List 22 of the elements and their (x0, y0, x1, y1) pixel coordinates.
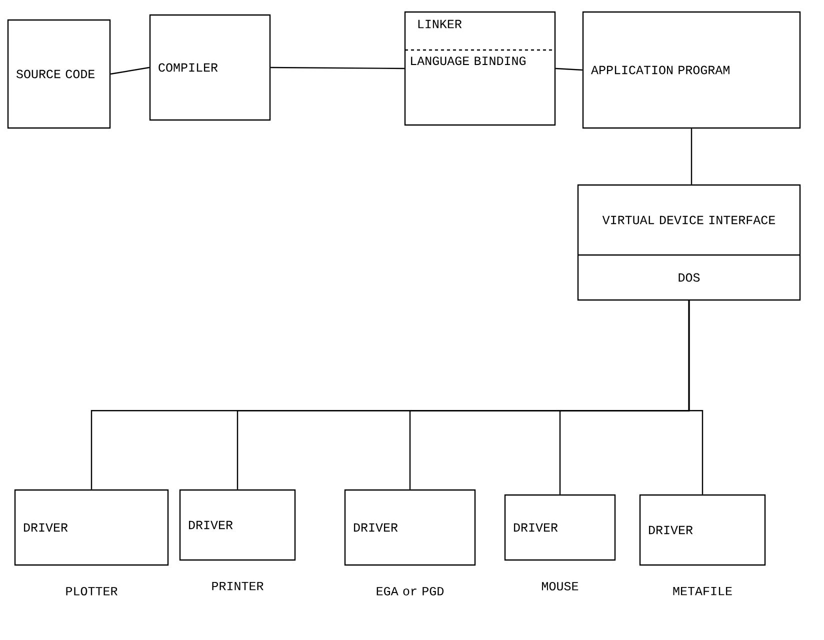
device-label: METAFILE (673, 586, 732, 596)
device-label: EGA or PGD (376, 586, 444, 596)
device-label: MOUSE (542, 582, 578, 590)
connector-line (690, 128, 692, 184)
process-box: COMPILER (149, 14, 271, 121)
device-label: PLOTTER (66, 586, 118, 596)
driver-box: DRIVER (504, 494, 616, 561)
connector-line (556, 68, 582, 71)
driver-box: DRIVER (179, 489, 296, 561)
box-label: LANGUAGE BINDING (411, 56, 526, 66)
box-label: LINKER (418, 20, 462, 28)
process-box: APPLICATION PROGRAM (582, 11, 801, 129)
driver-box: DRIVER (639, 494, 766, 566)
box-label: VIRTUAL DEVICE INTERFACE (602, 216, 775, 224)
connector-line (270, 66, 404, 70)
connector-line (110, 66, 150, 75)
driver-box: DRIVER (14, 489, 169, 566)
connector-line (688, 300, 704, 494)
process-box: SOURCE CODE (7, 19, 111, 129)
driver-box: DRIVER (344, 489, 476, 566)
box-label: DOS (678, 273, 700, 282)
device-label: PRINTER (212, 582, 264, 590)
